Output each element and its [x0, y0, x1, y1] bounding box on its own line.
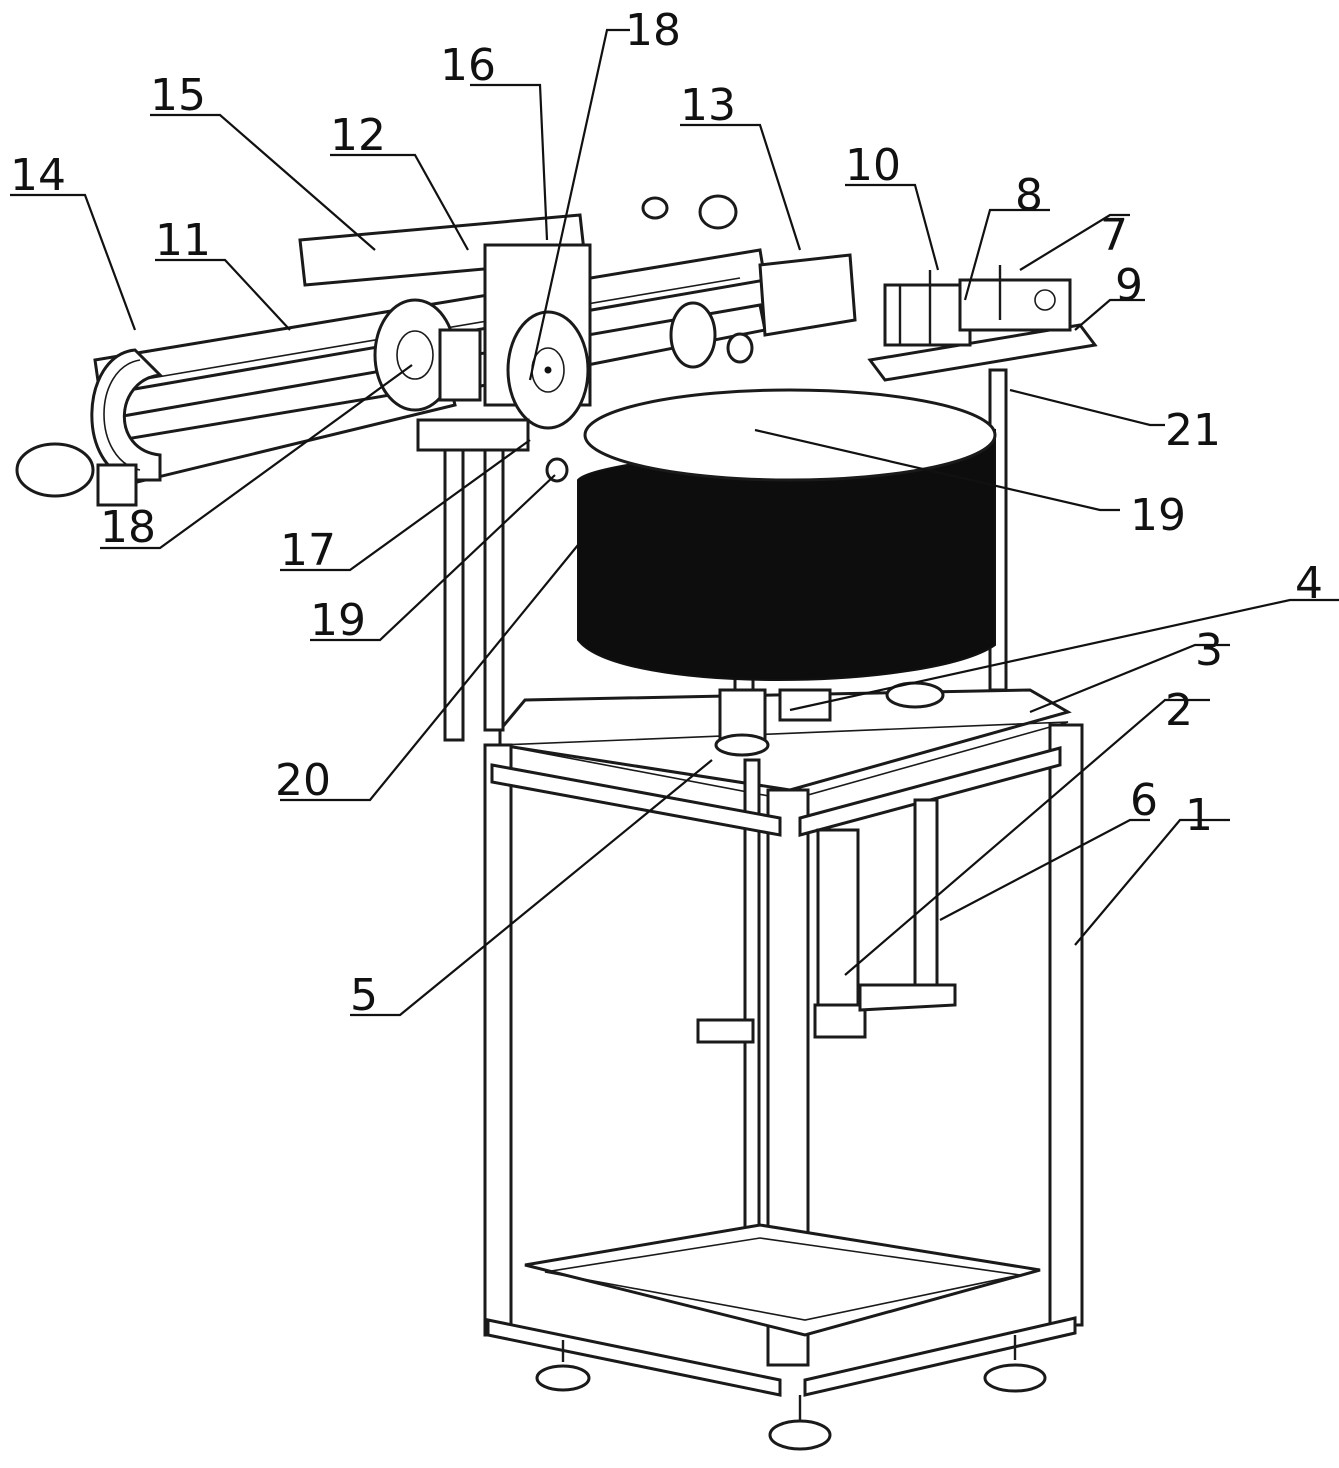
- callout-2: 2: [1165, 685, 1193, 736]
- callout-8: 8: [1015, 170, 1043, 221]
- callout-13: 13: [680, 80, 736, 131]
- foot-front: [768, 1395, 832, 1451]
- side-platform: [867, 265, 1098, 382]
- leg-right: [1048, 723, 1084, 1327]
- callout-19-left: 19: [310, 595, 366, 646]
- bottom-rail-left: [486, 1318, 782, 1397]
- drag-chain: [15, 348, 164, 507]
- callout-15: 15: [150, 70, 206, 121]
- idler-19: [726, 332, 754, 364]
- callout-19-right: 19: [1130, 490, 1186, 541]
- callout-21: 21: [1165, 405, 1221, 456]
- workstation-block: [883, 283, 972, 347]
- callout-18-left: 18: [100, 502, 156, 553]
- foot-left: [535, 1340, 591, 1392]
- callout-17: 17: [280, 525, 336, 576]
- rollers: [373, 243, 754, 483]
- base-frame: [483, 688, 1084, 1451]
- bracket: [696, 1018, 755, 1044]
- callout-labels: 1 2 3 4 5 6 7 8 9 10 11 12 13 14 15 16 1…: [10, 5, 1323, 1021]
- callout-4: 4: [1295, 558, 1323, 609]
- material-roll: [577, 388, 997, 757]
- callout-12: 12: [330, 110, 386, 161]
- callout-5: 5: [350, 970, 378, 1021]
- callout-1: 1: [1185, 790, 1213, 841]
- callout-14: 14: [10, 150, 66, 201]
- lift-cylinder: [816, 828, 860, 1032]
- callout-11: 11: [155, 215, 211, 266]
- chain-end-mount: [15, 442, 95, 498]
- gear: [669, 301, 717, 369]
- callout-6: 6: [1130, 775, 1158, 826]
- foot-right: [983, 1335, 1047, 1393]
- callout-20: 20: [275, 755, 331, 806]
- motor-13: [758, 253, 857, 337]
- callout-16: 16: [440, 40, 496, 91]
- bracket-17: [416, 418, 530, 452]
- callout-18-top: 18: [625, 5, 681, 56]
- callout-10: 10: [845, 140, 901, 191]
- leg-left: [483, 743, 513, 1337]
- leader-lines: [10, 28, 1339, 1017]
- callout-7: 7: [1100, 210, 1128, 261]
- callout-9: 9: [1115, 260, 1143, 311]
- callout-3: 3: [1195, 625, 1223, 676]
- roll-top: [583, 388, 997, 482]
- bottom-rail-right: [803, 1316, 1077, 1397]
